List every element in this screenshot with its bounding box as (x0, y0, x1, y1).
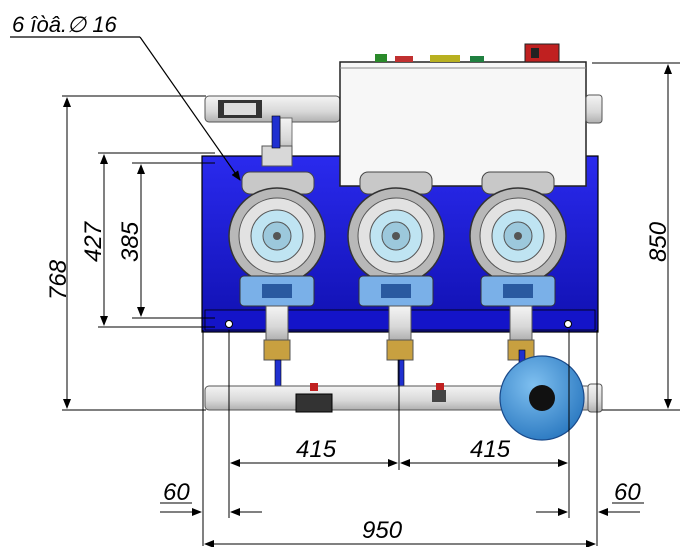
dimension-950: 950 (204, 517, 596, 547)
dimension-850: 850 (592, 62, 680, 411)
dim-768-label: 768 (45, 259, 72, 300)
dimension-60-right: 60 (536, 479, 644, 516)
bottom-extension-lines (202, 330, 598, 546)
mounting-hole (564, 320, 572, 328)
dim-415-right-label: 415 (470, 436, 511, 463)
dim-427-label: 427 (80, 220, 107, 262)
dim-385-label: 385 (117, 221, 144, 262)
dim-415-left-label: 415 (296, 436, 337, 463)
pump-2 (347, 171, 445, 307)
dimension-415-right: 415 (400, 436, 568, 467)
expansion-tank-icon (499, 355, 585, 441)
top-manifold-pipe (204, 95, 341, 154)
hole-callout: 6 îòâ.∅ 16 (10, 12, 241, 181)
dim-60-left-label: 60 (163, 479, 190, 506)
valve-icon (263, 305, 291, 397)
callout-label: 6 îòâ.∅ 16 (12, 12, 118, 37)
valve-icon (386, 305, 414, 397)
control-cabinet-icon (339, 43, 603, 187)
dim-850-label: 850 (645, 221, 672, 262)
pump-3 (469, 171, 567, 307)
dimension-385: 385 (117, 162, 215, 319)
dimension-415-left: 415 (230, 436, 398, 467)
dim-60-right-label: 60 (614, 479, 641, 506)
dimension-60-left: 60 (160, 479, 262, 516)
dim-950-label: 950 (362, 517, 403, 544)
pump-1 (228, 115, 326, 307)
dimension-427: 427 (80, 152, 215, 328)
mounting-hole (225, 320, 233, 328)
dimension-768: 768 (45, 95, 206, 411)
